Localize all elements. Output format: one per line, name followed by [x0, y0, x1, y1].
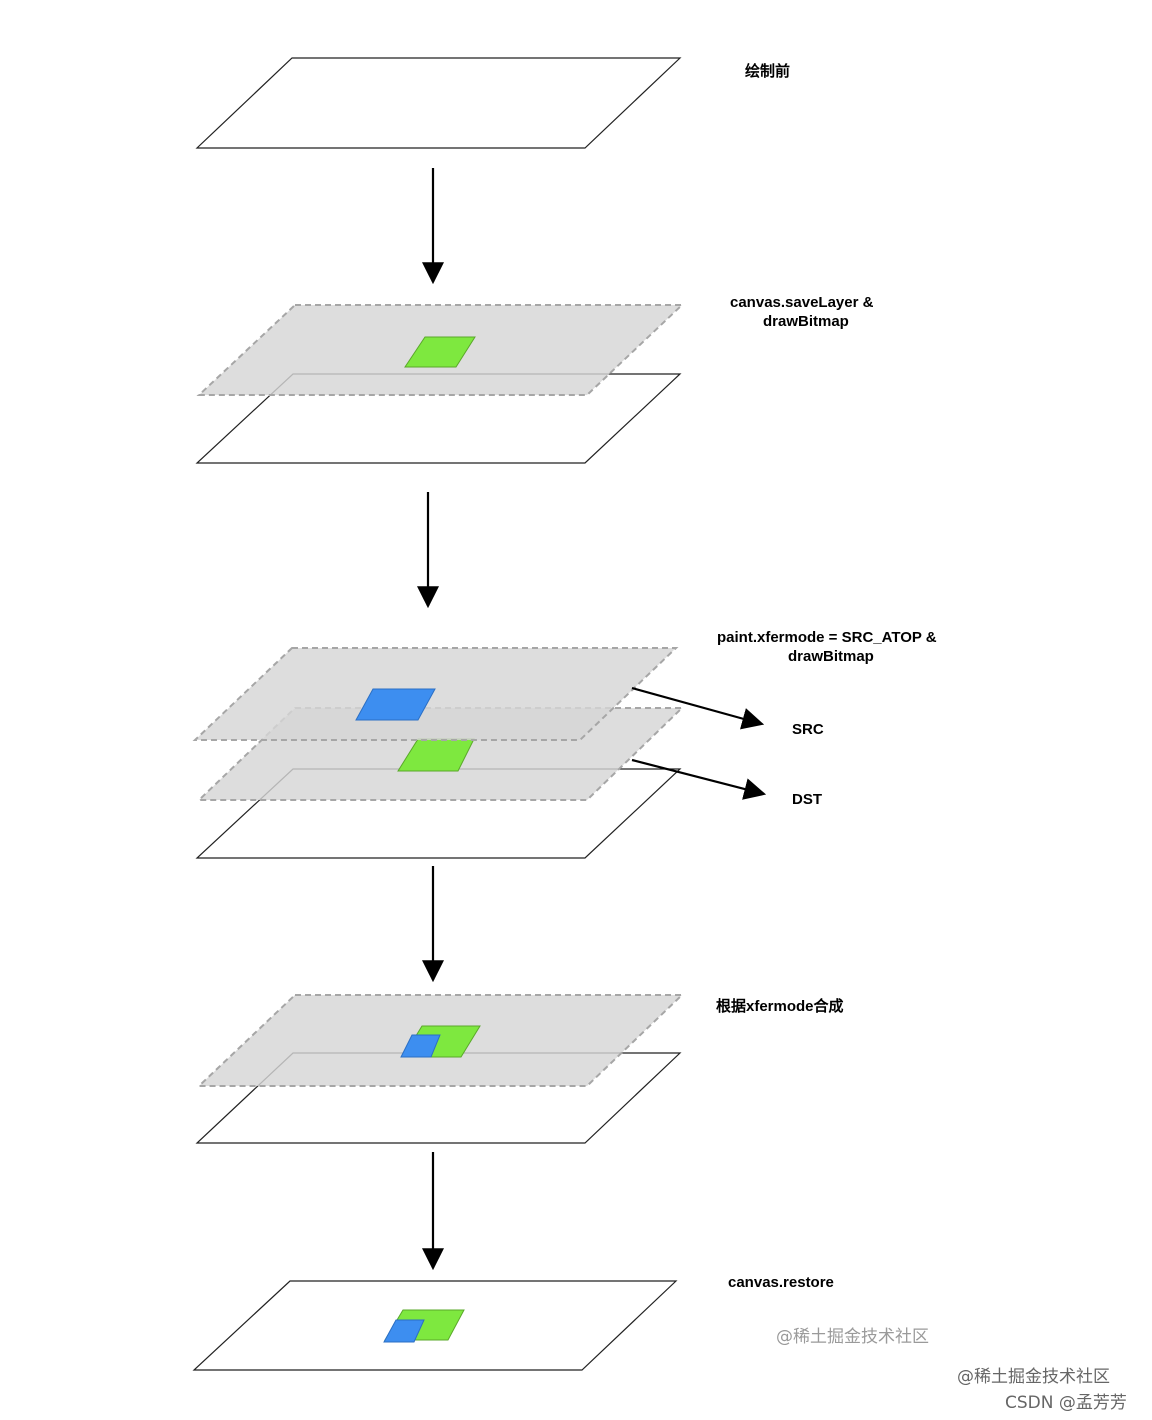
step-label-savelayer-line2: drawBitmap	[763, 313, 849, 330]
dst-label: DST	[792, 791, 822, 808]
src-layer	[192, 647, 679, 741]
step-label-before-draw: 绘制前	[745, 62, 790, 80]
step-label-restore: canvas.restore	[728, 1274, 834, 1291]
canvas-plane	[195, 57, 682, 149]
src-bitmap-blue	[355, 688, 436, 721]
step-xfermode: SRC DST paint.xfermode = SRC_ATOP & draw…	[192, 629, 937, 859]
composite-blue	[400, 1034, 441, 1058]
watermark-corner-line2: CSDN @孟芳芳	[1005, 1393, 1127, 1413]
step-label-xfermode-line2: drawBitmap	[788, 648, 874, 665]
dst-pointer-arrow	[631, 758, 767, 800]
src-pointer-arrow	[631, 686, 765, 730]
watermark-corner-line1: @稀土掘金技术社区	[957, 1367, 1110, 1387]
src-label: SRC	[792, 721, 824, 738]
step-before-draw: 绘制前	[195, 57, 790, 149]
step-restore: canvas.restore	[192, 1274, 834, 1371]
step-label-composite: 根据xfermode合成	[716, 997, 844, 1015]
dst-bitmap-green	[404, 336, 476, 368]
step-savelayer: canvas.saveLayer & drawBitmap	[195, 294, 874, 464]
step-label-xfermode-line1: paint.xfermode = SRC_ATOP &	[717, 629, 937, 646]
result-blue	[383, 1319, 425, 1343]
step-composite: 根据xfermode合成	[195, 994, 844, 1144]
step-label-savelayer-line1: canvas.saveLayer &	[730, 294, 874, 311]
watermark-inner: @稀土掘金技术社区	[776, 1327, 929, 1347]
